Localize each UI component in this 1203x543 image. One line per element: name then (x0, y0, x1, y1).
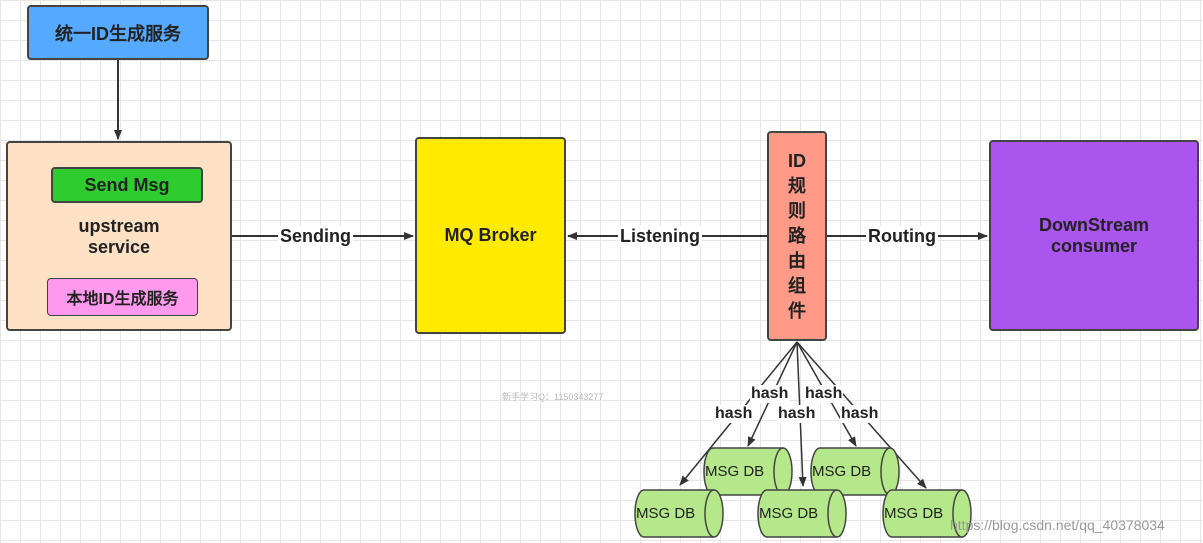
router-label-char: 规 (788, 175, 806, 196)
hash-label-3: hash (714, 405, 754, 423)
database-icon (757, 489, 847, 538)
downstream-label-line1: DownStream (1038, 214, 1150, 235)
middle-watermark: 新手学习Q：1150343277 (502, 392, 604, 402)
downstream-consumer-node: DownStream consumer (989, 140, 1199, 331)
id-service-label: 统一ID生成服务 (55, 23, 181, 44)
id-routing-component-node: ID 规则路由组件 (767, 131, 827, 341)
mq-broker-node: MQ Broker (415, 137, 566, 334)
msg-db-label: MSG DB (759, 504, 819, 522)
router-label-char: ID (788, 150, 806, 171)
local-id-service-box: 本地ID生成服务 (47, 278, 198, 316)
mq-broker-label: MQ Broker (444, 225, 537, 245)
downstream-label-line2: consumer (1050, 235, 1138, 256)
router-label-char: 路 (788, 225, 806, 246)
router-label-char: 由 (788, 250, 806, 271)
router-label-char: 件 (788, 300, 806, 321)
msg-db-label: MSG DB (705, 462, 765, 480)
msg-db-cylinder: MSG DB (757, 489, 847, 538)
router-label-char: 则 (788, 200, 806, 221)
msg-db-label: MSG DB (812, 462, 872, 480)
msg-db-label: MSG DB (636, 504, 696, 522)
msg-db-cylinder: MSG DB (882, 489, 972, 538)
msg-db-label: MSG DB (884, 504, 944, 522)
listening-label: Listening (618, 226, 702, 246)
hash-label-1: hash (750, 385, 790, 403)
database-icon (634, 489, 724, 538)
upstream-label-line2: service (87, 237, 151, 257)
id-routing-component-label: ID 规则路由组件 (788, 149, 806, 324)
csdn-watermark: https://blog.csdn.net/qq_40378034 (950, 517, 1165, 533)
database-icon (882, 489, 972, 538)
msg-db-cylinder: MSG DB (634, 489, 724, 538)
upstream-label-line1: upstream (78, 216, 160, 236)
id-service-node: 统一ID生成服务 (27, 5, 209, 60)
hash-label-5: hash (840, 405, 880, 423)
routing-label: Routing (866, 226, 938, 246)
sending-label: Sending (278, 226, 353, 246)
router-label-char: 组 (788, 275, 806, 296)
upstream-service-label: upstream service (8, 216, 230, 258)
upstream-service-node: Send Msg upstream service 本地ID生成服务 (6, 141, 232, 331)
send-msg-label: Send Msg (84, 174, 170, 195)
local-id-service-label: 本地ID生成服务 (66, 291, 179, 308)
hash-label-4: hash (777, 405, 817, 423)
send-msg-box: Send Msg (51, 167, 203, 203)
hash-label-2: hash (804, 385, 844, 403)
